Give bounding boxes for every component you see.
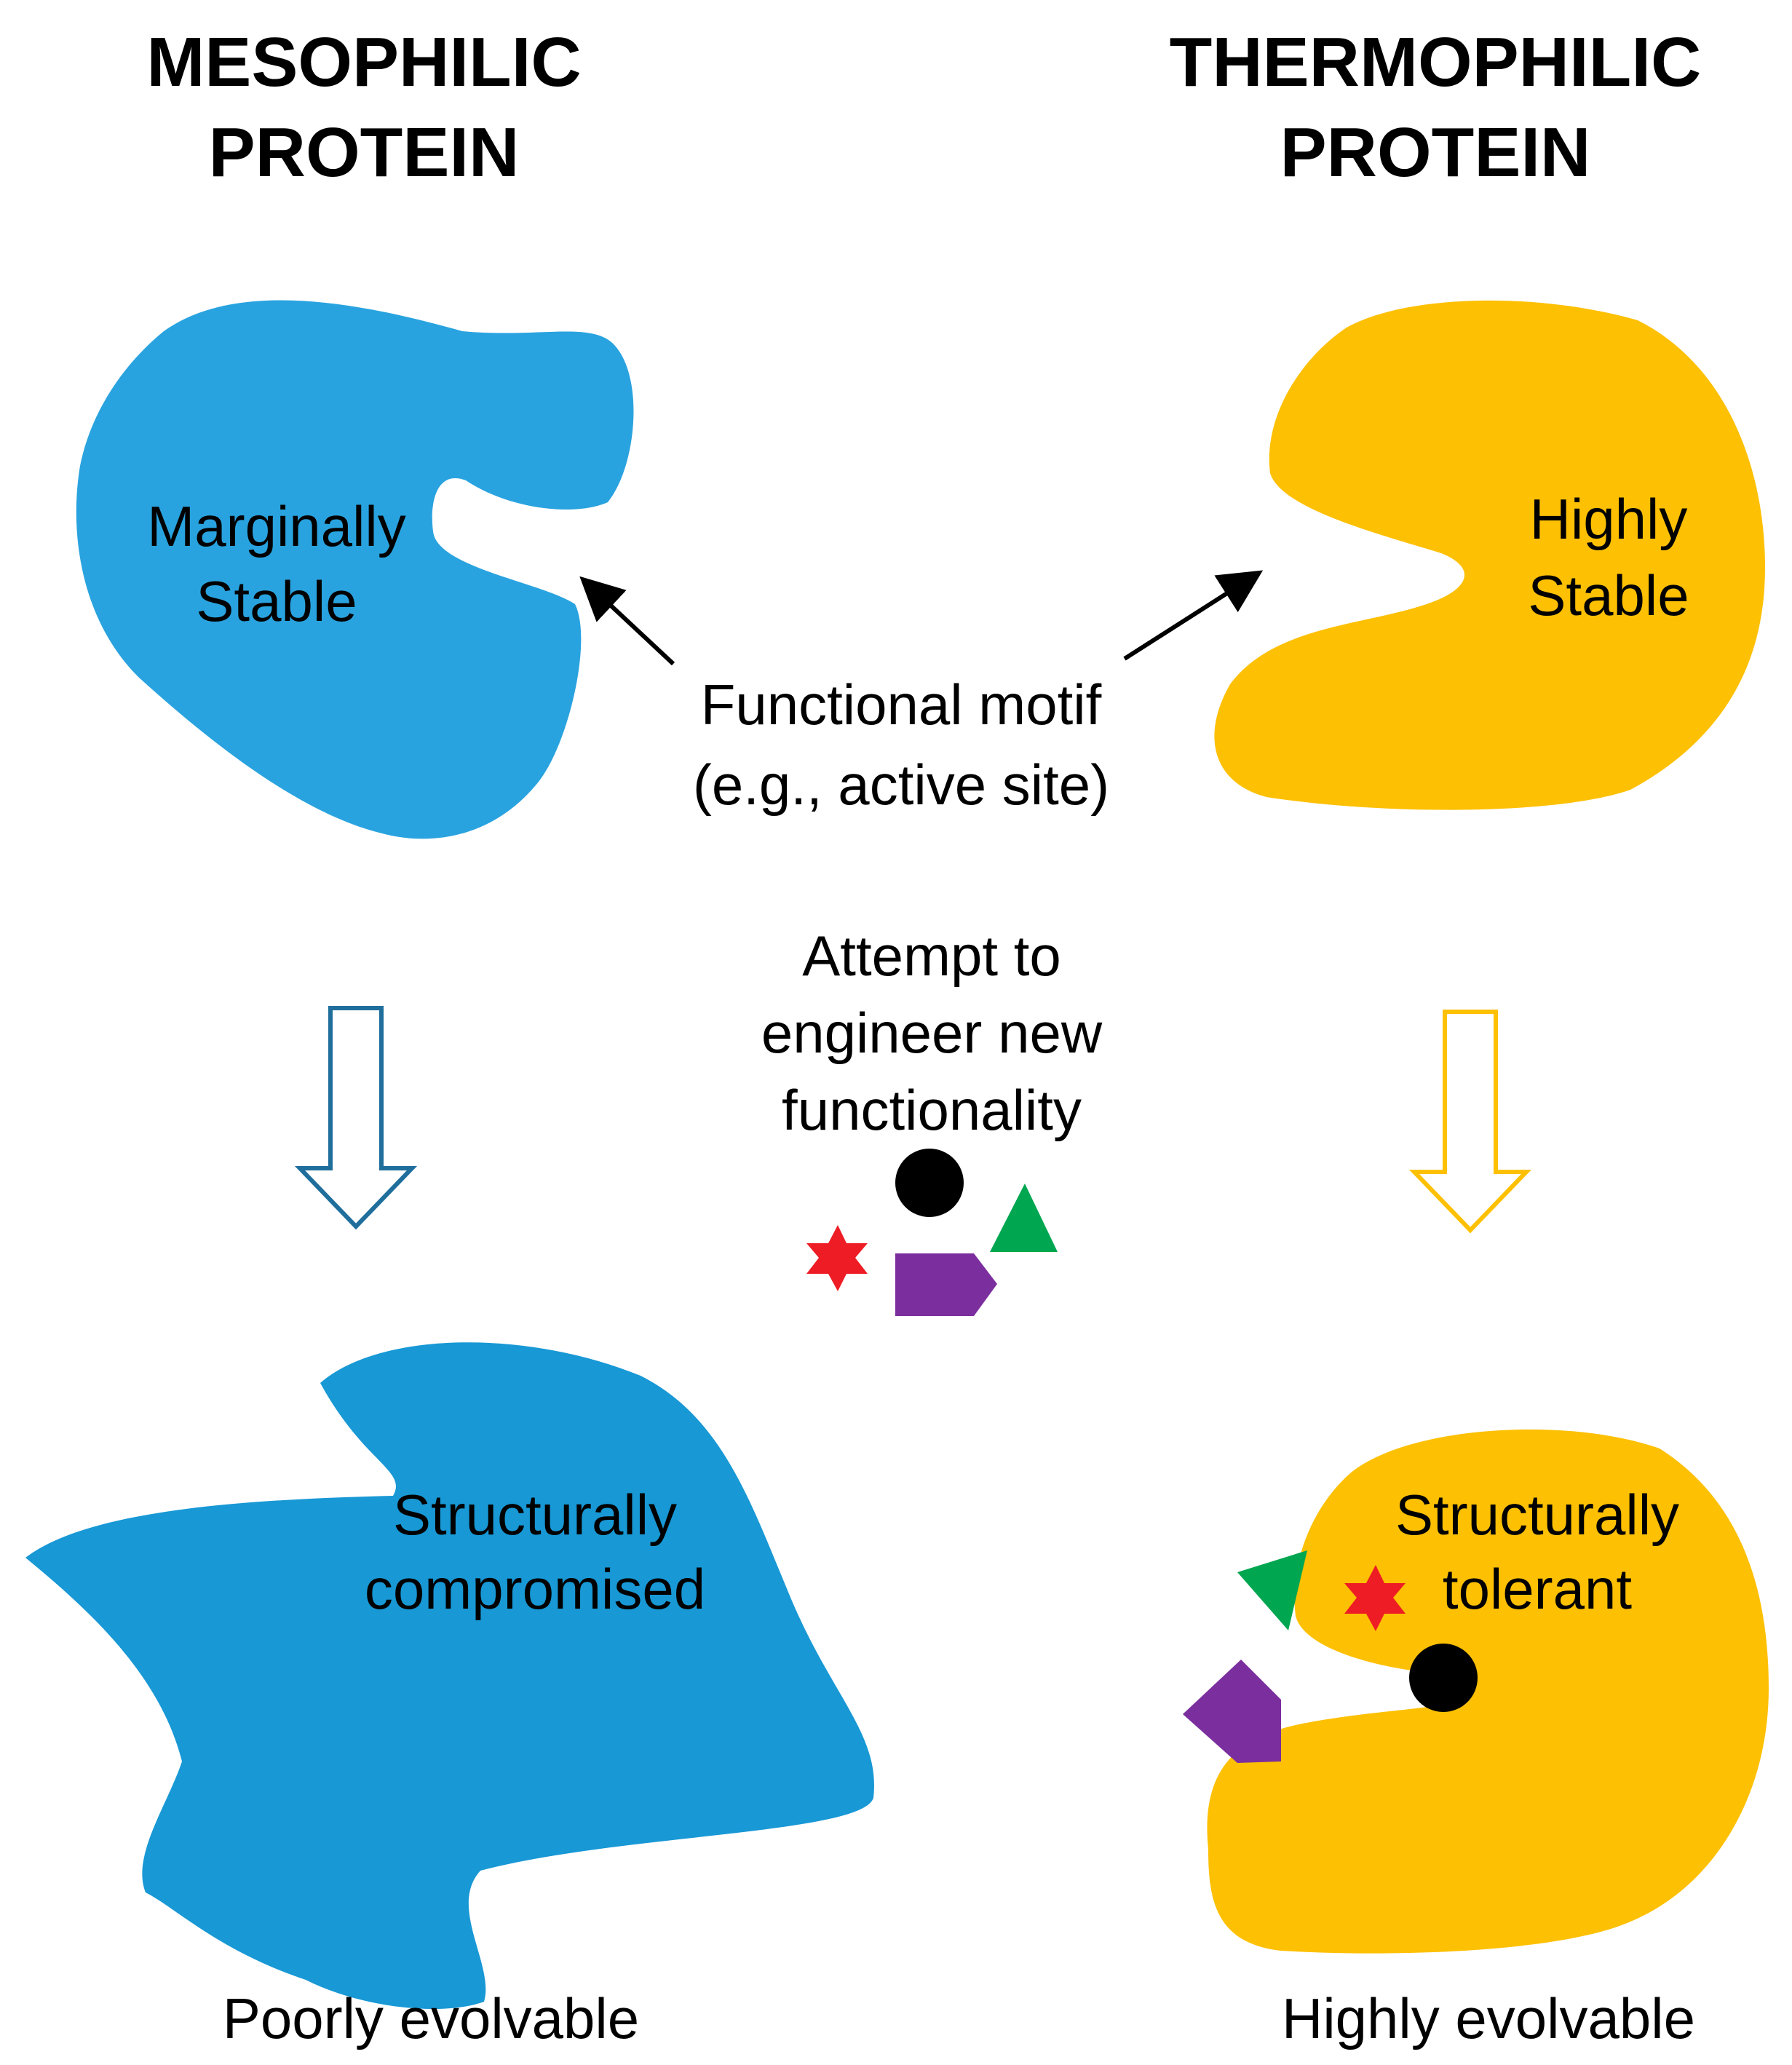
incorporated-green-triangle-icon [1237, 1550, 1307, 1630]
thermophilic-heading-line1: THERMOPHILIC [1170, 23, 1702, 101]
thermophilic-bottom-label-line1: Structurally [1395, 1483, 1679, 1547]
red-star-icon [806, 1225, 868, 1291]
engineer-label-line3: functionality [782, 1078, 1082, 1142]
engineer-label-line2: engineer new [761, 1001, 1103, 1065]
engineer-label-line1: Attempt to [802, 924, 1061, 988]
mesophilic-top-label-line2: Stable [196, 569, 357, 633]
purple-pentagon-icon [895, 1253, 997, 1316]
thermophilic-heading-line2: PROTEIN [1280, 114, 1591, 191]
motif-arrow-right [1123, 570, 1264, 661]
tolerant-protein-shape [1207, 1429, 1769, 1954]
mesophilic-bottom-label-line2: compromised [365, 1557, 705, 1621]
thermophilic-down-arrow [1408, 1010, 1532, 1234]
motif-label-line1: Functional motif [701, 673, 1102, 737]
mesophilic-down-arrow [294, 1006, 418, 1230]
mesophilic-outcome-label: Poorly evolvable [223, 1986, 639, 2050]
thermophilic-protein-shape [1214, 300, 1765, 810]
mesophilic-protein-shape [76, 300, 634, 839]
thermophilic-bottom-label-line2: tolerant [1443, 1557, 1632, 1621]
mesophilic-top-label-line1: Marginally [147, 494, 405, 558]
mesophilic-bottom-label-line1: Structurally [393, 1483, 677, 1547]
incorporated-black-circle-icon [1409, 1644, 1478, 1712]
green-triangle-icon [990, 1184, 1058, 1252]
incorporated-purple-pentagon-icon [1183, 1660, 1281, 1763]
thermophilic-top-label-line1: Highly [1530, 487, 1688, 551]
black-circle-icon [895, 1149, 964, 1217]
thermophilic-outcome-label: Highly evolvable [1282, 1986, 1695, 2050]
mesophilic-heading: MESOPHILIC PROTEIN [146, 23, 581, 191]
motif-label-line2: (e.g., active site) [693, 753, 1109, 817]
compromised-protein-shape [25, 1342, 874, 2009]
mesophilic-heading-line2: PROTEIN [209, 114, 520, 191]
motif-arrow-left [579, 576, 675, 666]
mesophilic-heading-line1: MESOPHILIC [146, 23, 581, 101]
incorporated-red-star-icon [1344, 1565, 1406, 1631]
thermophilic-heading: THERMOPHILIC PROTEIN [1170, 23, 1702, 191]
thermophilic-top-label-line2: Stable [1528, 563, 1689, 627]
